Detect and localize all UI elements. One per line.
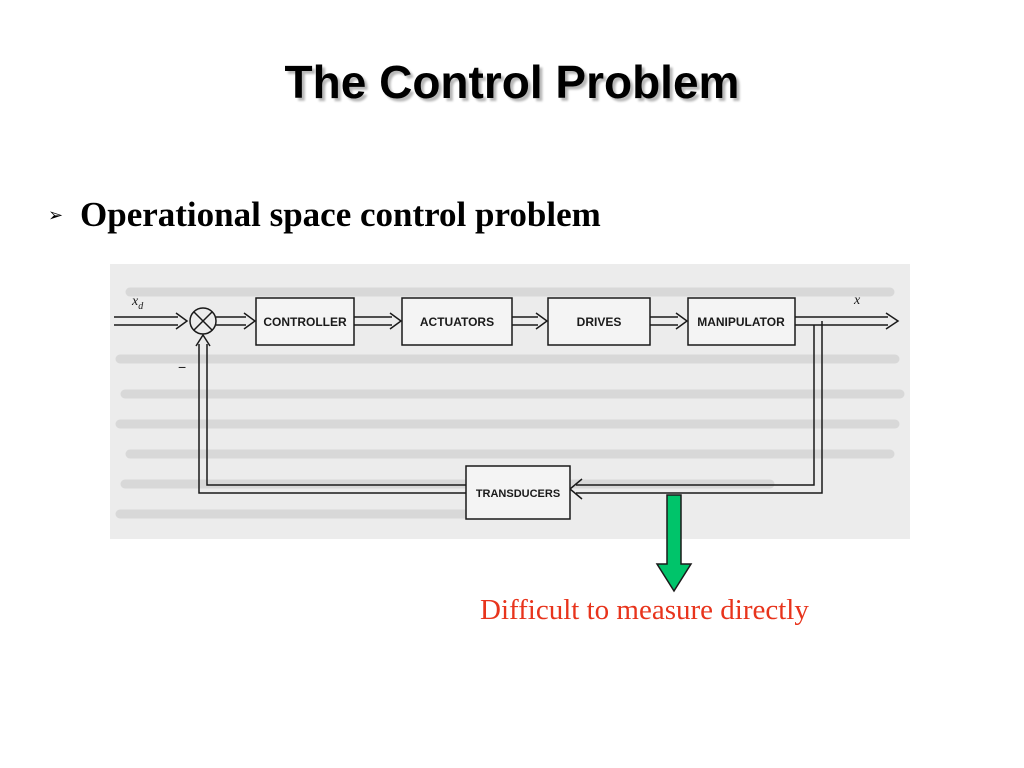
input-label: xd <box>131 294 144 312</box>
arrow-drives-manipulator <box>650 312 689 330</box>
manipulator-label: MANIPULATOR <box>697 315 785 329</box>
down-arrow-icon <box>655 494 693 593</box>
block-diagram-svg: xd − CONTROLLER ACTUATORS <box>110 264 910 539</box>
actuators-label: ACTUATORS <box>420 315 494 329</box>
bullet-text: Operational space control problem <box>80 195 601 234</box>
callout-text: Difficult to measure directly <box>480 594 809 626</box>
block-diagram: xd − CONTROLLER ACTUATORS <box>110 264 910 539</box>
arrow-actuators-drives <box>512 312 549 330</box>
transducers-label: TRANSDUCERS <box>476 488 560 500</box>
feedback-transducers-to-junction <box>195 333 466 494</box>
drives-block: DRIVES <box>547 297 651 346</box>
output-label: x <box>853 293 861 308</box>
bullet-item: ➢ Operational space control problem <box>48 195 601 235</box>
arrow-controller-actuators <box>354 312 403 330</box>
drives-label: DRIVES <box>577 315 622 329</box>
arrow-junction-controller <box>216 312 257 330</box>
summing-sign: − <box>178 359 186 375</box>
arrowhead-bullet-icon: ➢ <box>48 204 64 226</box>
output-arrow <box>795 312 900 330</box>
actuators-block: ACTUATORS <box>401 297 513 346</box>
manipulator-block: MANIPULATOR <box>687 297 796 346</box>
slide-title: The Control Problem <box>284 56 740 108</box>
transducers-block: TRANSDUCERS <box>465 465 571 520</box>
controller-block: CONTROLLER <box>255 297 355 346</box>
input-arrow <box>114 312 189 330</box>
controller-label: CONTROLLER <box>263 315 347 329</box>
